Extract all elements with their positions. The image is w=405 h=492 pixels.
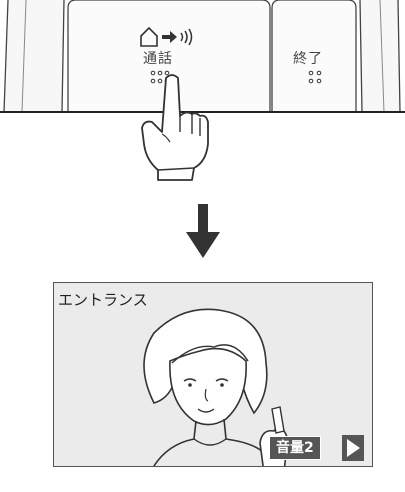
visitor-image [143,308,289,466]
screen-title: エントランス [58,291,148,309]
monitor-screen: エントランス 音量2 [53,282,373,467]
end-button-label: 終了 [293,51,323,67]
talk-button-label: 通話 [143,51,173,67]
triangle-right-icon[interactable] [342,435,364,461]
volume-indicator: 音量2 [269,436,321,460]
intercom-panel: 通話 終了 [0,0,405,118]
panel-outline [0,0,405,113]
end-led-dots [308,70,322,84]
talk-led-dots [150,70,170,84]
house-arrow-speaker-icon [140,26,193,47]
end-button[interactable]: 終了 [272,0,356,112]
talk-button[interactable]: 通話 [68,0,270,112]
down-arrow-icon [186,204,220,258]
pointing-hand-icon [141,74,209,181]
